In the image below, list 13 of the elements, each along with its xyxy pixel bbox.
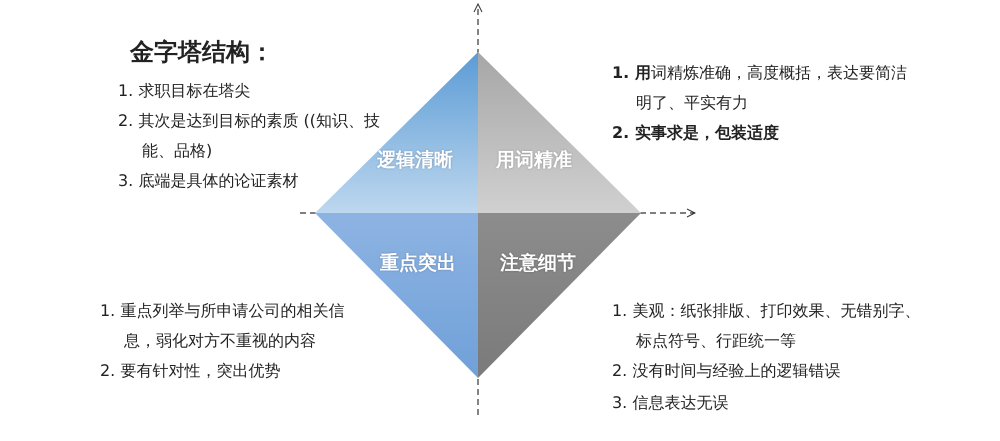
heading: 金字塔结构： xyxy=(130,37,275,68)
segment-label: 注意细节 xyxy=(500,251,576,276)
list-item: 1. 美观：纸张排版、打印效果、无错别字、标点符号、行距统一等 xyxy=(612,300,921,352)
list-item: 2. 实事求是，包装适度 xyxy=(612,122,780,144)
segment-label: 重点突出 xyxy=(380,251,456,276)
list-item: 3. 底端是具体的论证素材 xyxy=(118,170,300,192)
list-item: 3. 信息表达无误 xyxy=(612,392,730,414)
list-item: 1. 重点列举与所申请公司的相关信息，弱化对方不重视的内容 xyxy=(100,300,346,352)
list-item: 1. 求职目标在塔尖 xyxy=(118,80,252,102)
segment-label: 用词精准 xyxy=(496,148,572,173)
list-item: 2. 要有针对性，突出优势 xyxy=(100,360,282,382)
list-item: 1. 用词精炼准确，高度概括，表达要简洁明了、平实有力 xyxy=(612,62,908,114)
list-item: 2. 没有时间与经验上的逻辑错误 xyxy=(612,360,842,382)
